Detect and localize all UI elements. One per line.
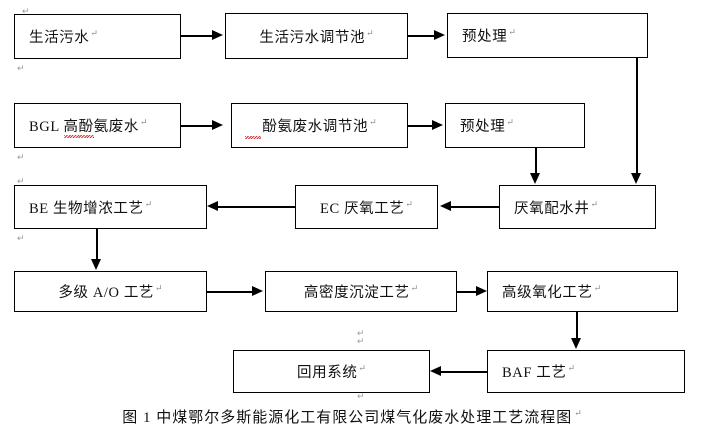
arrow-head-down: [631, 173, 641, 184]
paragraph-mark: ↵: [22, 6, 30, 16]
arrow-head-right: [434, 30, 445, 40]
spellcheck-squiggle: [64, 135, 94, 138]
paragraph-mark: ↵: [17, 152, 25, 162]
edge-line: [441, 371, 487, 373]
node-label: 回用系统: [234, 361, 429, 382]
edge-line: [181, 35, 214, 37]
node-pretreatment-2[interactable]: 预处理: [445, 103, 585, 148]
arrow-head-down: [91, 259, 101, 270]
node-label: BGL 高酚氨废水: [15, 115, 148, 136]
paragraph-mark: ↵: [17, 233, 25, 243]
node-label: 多级 A/O 工艺: [15, 281, 206, 302]
node-high-density-sedimentation[interactable]: 高密度沉淀工艺: [265, 271, 457, 312]
paragraph-mark: ↵: [357, 328, 365, 338]
node-phenol-ammonia-tank[interactable]: 酚氨废水调节池: [231, 103, 408, 148]
edge-line: [408, 35, 436, 37]
node-multistage-ao-process[interactable]: 多级 A/O 工艺: [14, 271, 207, 312]
edge-line: [218, 206, 295, 208]
node-label: 酚氨废水调节池: [232, 115, 407, 136]
arrow-head-down: [571, 338, 581, 349]
node-domestic-sewage-tank[interactable]: 生活污水调节池: [225, 13, 408, 59]
edge-line: [457, 291, 479, 293]
node-label: EC 厌氧工艺: [296, 197, 437, 218]
arrow-head-left: [430, 366, 441, 376]
edge-line: [451, 206, 499, 208]
node-baf-process[interactable]: BAF 工艺: [487, 350, 685, 393]
node-label: 高级氧化工艺: [488, 281, 601, 302]
arrow-head-left: [207, 201, 218, 211]
node-bgl-wastewater[interactable]: BGL 高酚氨废水: [14, 103, 181, 148]
edge-line: [636, 58, 638, 174]
arrow-head-right: [252, 286, 263, 296]
arrow-head-right: [476, 286, 487, 296]
paragraph-mark: ↵: [357, 391, 365, 401]
edge-line: [181, 125, 214, 127]
arrow-head-down: [530, 173, 540, 184]
node-anaerobic-distribution-well[interactable]: 厌氧配水井: [499, 185, 656, 229]
node-label: 高密度沉淀工艺: [266, 281, 456, 302]
node-label: 生活污水调节池: [226, 26, 407, 47]
paragraph-mark: ↵: [357, 336, 365, 346]
arrow-head-left: [440, 201, 451, 211]
node-ec-anaerobic-process[interactable]: EC 厌氧工艺: [295, 185, 438, 229]
edge-line: [207, 291, 254, 293]
paragraph-mark: ↵: [17, 63, 25, 73]
node-be-bio-enrichment[interactable]: BE 生物增浓工艺: [14, 185, 207, 229]
node-pretreatment-1[interactable]: 预处理: [447, 13, 648, 58]
node-label: BAF 工艺: [488, 361, 575, 382]
arrow-head-right: [212, 120, 223, 130]
node-label: 生活污水: [15, 26, 98, 47]
edge-line: [96, 229, 98, 260]
node-label: 预处理: [448, 25, 516, 46]
spellcheck-squiggle: [245, 136, 261, 139]
node-advanced-oxidation[interactable]: 高级氧化工艺: [487, 271, 678, 312]
edge-line: [535, 148, 537, 174]
arrow-head-right: [212, 30, 223, 40]
node-label: BE 生物增浓工艺: [15, 197, 152, 218]
edge-line: [576, 312, 578, 339]
node-label: 厌氧配水井: [500, 197, 598, 218]
paragraph-mark: ↵: [17, 176, 25, 186]
figure-caption: 图 1 中煤鄂尔多斯能源化工有限公司煤气化废水处理工艺流程图: [0, 406, 704, 427]
node-domestic-sewage[interactable]: 生活污水: [14, 14, 181, 59]
node-label: 预处理: [446, 115, 514, 136]
node-reuse-system[interactable]: 回用系统: [233, 350, 430, 393]
arrow-head-right: [432, 120, 443, 130]
edge-line: [408, 125, 434, 127]
